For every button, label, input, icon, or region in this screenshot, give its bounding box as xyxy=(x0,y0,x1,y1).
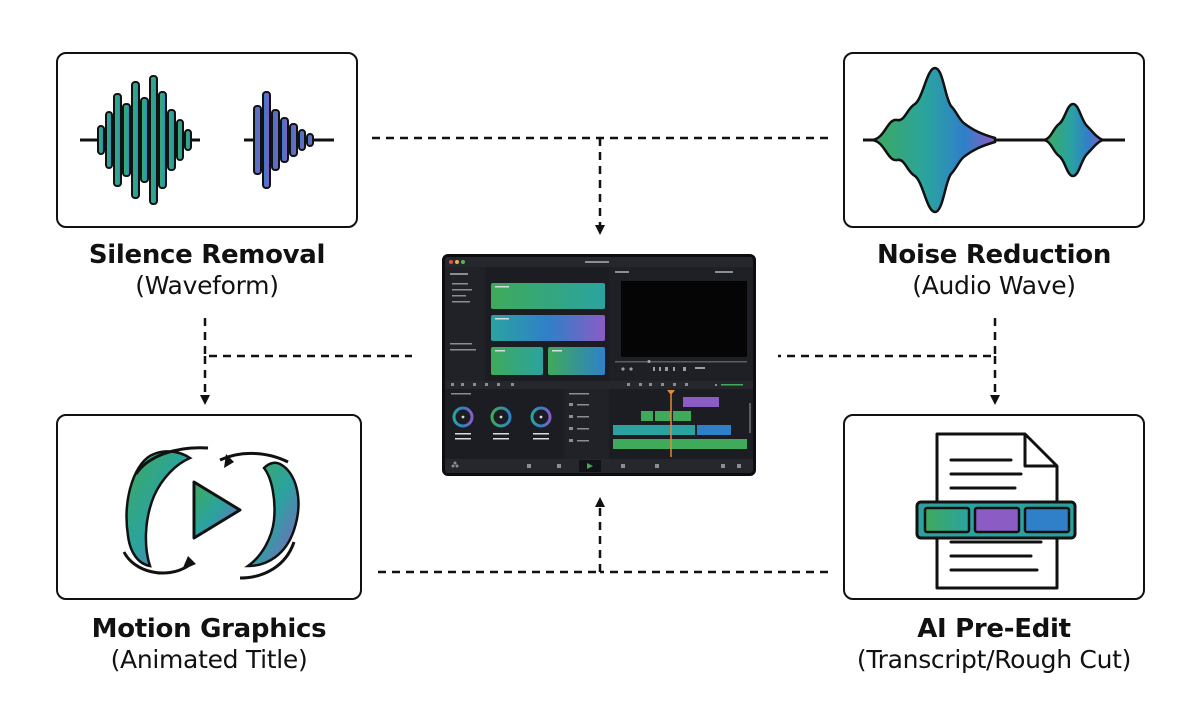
ai-pre-edit-title: AI Pre-Edit xyxy=(917,614,1071,644)
connector-top xyxy=(372,136,828,232)
window-maximize-icon xyxy=(461,260,465,264)
window-minimize-icon xyxy=(455,260,459,264)
noise-reduction-title: Noise Reduction xyxy=(876,240,1112,270)
video-editor-window xyxy=(442,254,756,476)
connector-bottom xyxy=(378,500,828,574)
ai-pre-edit-card xyxy=(843,414,1145,600)
connector-right xyxy=(778,318,995,402)
silence-removal-title: Silence Removal xyxy=(88,240,326,270)
ai-pre-edit-label: AI Pre-Edit (Transcript/Rough Cut) xyxy=(836,614,1152,675)
motion-graphics-label: Motion Graphics (Animated Title) xyxy=(56,614,362,675)
transcript-document-icon xyxy=(915,432,1077,590)
motion-graphics-title: Motion Graphics xyxy=(91,614,327,644)
waveform-icon xyxy=(80,75,334,205)
window-close-icon xyxy=(449,260,453,264)
noise-reduction-subtitle: (Audio Wave) xyxy=(912,271,1076,301)
audio-wave-icon xyxy=(863,66,1125,214)
motion-graphics-subtitle: (Animated Title) xyxy=(110,645,308,675)
silence-removal-subtitle: (Waveform) xyxy=(135,271,279,301)
noise-reduction-card xyxy=(843,52,1145,228)
play-loop-icon xyxy=(122,446,300,580)
motion-graphics-card xyxy=(56,414,362,600)
connector-left xyxy=(205,318,412,402)
ai-pre-edit-subtitle: (Transcript/Rough Cut) xyxy=(856,645,1132,675)
silence-removal-card xyxy=(56,52,358,228)
video-editor-mockup xyxy=(445,257,753,473)
silence-removal-label: Silence Removal (Waveform) xyxy=(56,240,358,301)
noise-reduction-label: Noise Reduction (Audio Wave) xyxy=(843,240,1145,301)
